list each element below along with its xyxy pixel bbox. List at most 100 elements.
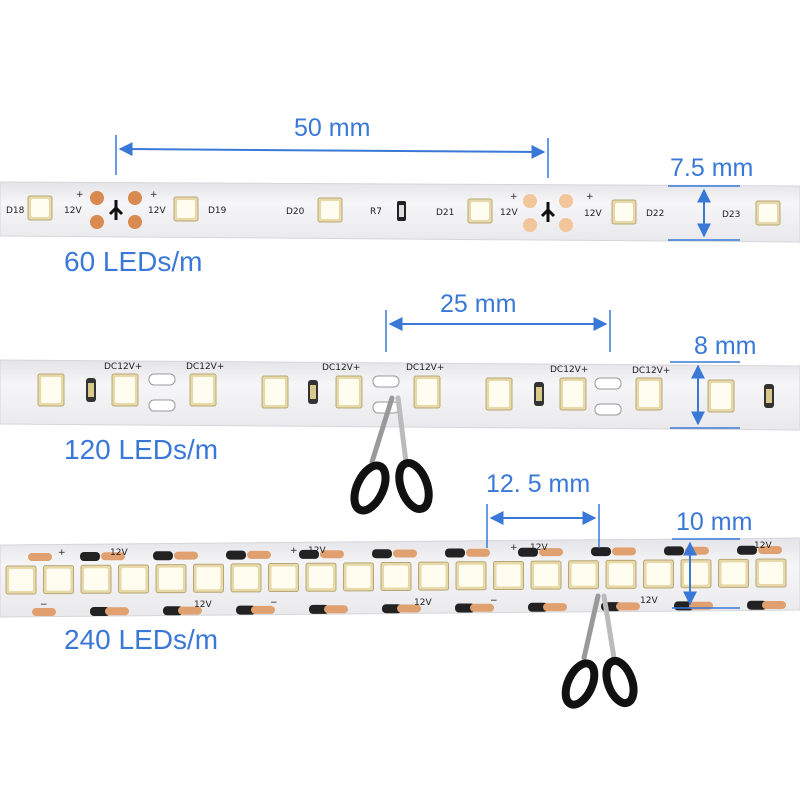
silk-voltage: DC12V+ (104, 362, 143, 372)
silk-plus: + (510, 192, 518, 202)
silk-voltage: DC12V+ (632, 366, 671, 376)
led-chip (317, 197, 343, 223)
silk-plus: + (58, 548, 66, 558)
dimension-50mm (115, 135, 549, 178)
scissors-icon (350, 395, 433, 515)
solder-pad (397, 604, 421, 613)
solder-pads-left (90, 191, 142, 229)
density-240-label: 240 LEDs/m (64, 624, 219, 655)
solder-pad (105, 607, 129, 616)
silk-voltage: 12V (640, 596, 658, 606)
silk-plus: + (76, 190, 84, 200)
led-chip (635, 377, 663, 411)
solder-pad (247, 550, 271, 559)
density-60-label: 60 LEDs/m (64, 246, 203, 277)
led-chip (568, 560, 599, 590)
silk-resistor-r7: R7 (370, 207, 382, 217)
solder-pad (685, 546, 709, 555)
led-row-60 (27, 195, 781, 226)
dimension-25mm (385, 310, 611, 352)
silk-led-d18: D18 (6, 206, 25, 216)
silk-voltage: 12V (308, 546, 326, 556)
led-chip (707, 379, 735, 413)
solder-pad (28, 553, 52, 561)
silk-minus: − (490, 596, 498, 606)
silk-led-d19: D19 (208, 206, 227, 216)
strip-120 (0, 359, 800, 431)
solder-pad (393, 549, 417, 558)
silk-voltage: 12V (584, 209, 602, 219)
solder-pad (466, 548, 490, 557)
solder-pad (32, 608, 56, 616)
led-chip (230, 563, 262, 593)
width-60-label: 7.5 mm (670, 154, 754, 182)
silk-voltage: 12V (530, 543, 548, 553)
resistor (382, 604, 402, 614)
solder-pad (324, 605, 348, 614)
led-row-120 (37, 373, 735, 413)
led-chip (380, 562, 412, 591)
resistor (518, 547, 538, 557)
solder-pad (612, 547, 636, 556)
led-chip (27, 195, 53, 221)
silk-voltage: DC12V+ (550, 365, 589, 375)
led-chip (485, 377, 513, 411)
width-240-label: 10 mm (676, 508, 753, 536)
resistor (163, 606, 183, 616)
solder-pad (543, 603, 567, 612)
resistor (372, 549, 392, 559)
resistor (445, 548, 465, 558)
led-chip (268, 563, 299, 593)
cut-spacing-240-label: 12. 5 mm (486, 470, 591, 498)
dimension-7-5mm (668, 185, 740, 241)
led-chip (173, 196, 199, 222)
led-chip (718, 558, 749, 588)
silk-led-d23: D23 (722, 210, 741, 220)
resistor (747, 600, 767, 610)
silk-plus: + (510, 543, 518, 553)
silk-voltage: 12V (64, 206, 82, 216)
solder-pad (470, 603, 494, 612)
led-chip (189, 373, 217, 407)
width-120-label: 8 mm (694, 332, 757, 360)
led-chip (335, 375, 363, 409)
led-chip (413, 375, 441, 409)
solder-pad (539, 548, 563, 557)
solder-pad (101, 552, 125, 561)
solder-pads-right (523, 194, 573, 232)
resistor (90, 607, 110, 616)
silk-led-d22: D22 (646, 209, 665, 219)
silk-voltage: 12V (754, 541, 772, 551)
cut-spacing-120-label: 25 mm (440, 290, 517, 318)
dimension-12-5mm (486, 504, 600, 548)
resistor (226, 550, 246, 560)
led-chip (755, 558, 787, 588)
led-chip (605, 559, 637, 589)
cut-spacing-60-label: 50 mm (294, 114, 371, 142)
silk-voltage: DC12V+ (406, 363, 445, 373)
solder-pad (174, 551, 198, 560)
resistor (455, 603, 475, 613)
solder-pads-120 (86, 373, 774, 416)
led-chip (680, 559, 712, 589)
led-chip (305, 562, 337, 592)
silk-plus: + (290, 546, 298, 556)
solder-pad (762, 601, 786, 609)
solder-pad (616, 602, 640, 611)
led-chip (493, 560, 524, 590)
silk-voltage: 12V (414, 598, 432, 608)
led-row-240 (5, 558, 787, 595)
led-chip (343, 562, 374, 592)
led-chip (611, 199, 637, 225)
led-chip (755, 200, 781, 226)
solder-pad (758, 546, 782, 554)
silk-plus: + (586, 192, 594, 202)
led-chip (193, 563, 224, 593)
led-chip (261, 375, 289, 409)
led-chip (467, 198, 493, 224)
led-chip (111, 373, 139, 407)
led-chip (418, 561, 449, 591)
strip-60 (0, 181, 800, 243)
led-chip (118, 564, 149, 594)
solder-pad (251, 605, 275, 614)
